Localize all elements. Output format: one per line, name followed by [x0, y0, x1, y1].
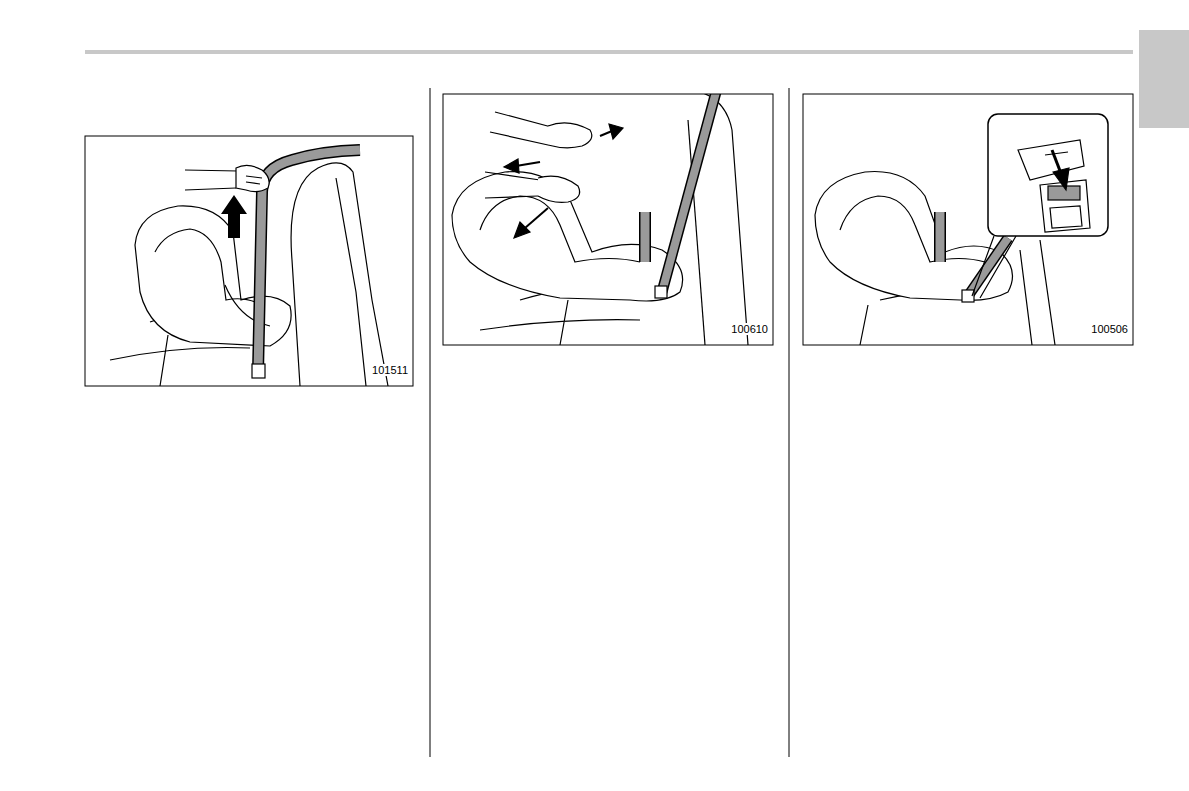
seat-belt-outline	[662, 94, 716, 292]
arrow-head	[514, 222, 530, 238]
direction-arrow	[221, 195, 247, 238]
figure-frame	[803, 94, 1133, 345]
section-tab	[1139, 30, 1189, 128]
figure-code: 100506	[1090, 323, 1129, 335]
child-seat-inner	[840, 196, 985, 262]
shoulder-belt-outline	[934, 212, 946, 262]
seatback-seam	[336, 178, 366, 386]
buckle-button	[1050, 206, 1082, 228]
latch-plate	[1018, 140, 1084, 180]
figure-frame	[443, 94, 773, 345]
child-seat-shell	[815, 172, 1013, 301]
child-seat-shell	[452, 172, 683, 301]
belt-buckle	[252, 364, 265, 378]
seat-belt	[968, 238, 1008, 296]
figure-code: 101511	[371, 364, 409, 376]
callout-leader	[972, 236, 1016, 298]
hand	[548, 123, 592, 148]
arrow-shaft	[525, 208, 548, 228]
seat-check-figure	[452, 94, 748, 345]
shoulder-belt	[641, 212, 650, 262]
detail-inset	[988, 114, 1108, 236]
hand-fingers	[246, 176, 262, 184]
arrow-head	[504, 159, 519, 173]
arm	[485, 172, 540, 198]
child-seat-inner	[155, 229, 262, 305]
figure-code: 100610	[730, 323, 769, 335]
arrow-head	[609, 124, 623, 139]
belt-buckle	[655, 286, 667, 298]
vehicle-seatback	[1020, 240, 1055, 345]
header-rule	[85, 50, 1133, 54]
seat-belt	[258, 150, 360, 372]
vehicle-seatback	[291, 163, 388, 386]
column-divider	[789, 88, 790, 757]
hand	[236, 165, 269, 191]
seat-belt-outline	[258, 150, 360, 372]
arrow-shaft	[600, 131, 612, 136]
shoulder-belt	[936, 212, 945, 262]
child-seat-shell	[135, 206, 291, 346]
figure-frame	[85, 136, 413, 386]
column-divider	[430, 88, 431, 757]
latch-slot	[1045, 152, 1068, 155]
shoulder-belt-outline	[639, 212, 651, 262]
seat-belt	[662, 94, 716, 292]
child-seat-inner	[480, 196, 640, 262]
hand	[538, 176, 580, 202]
arrow-shaft	[516, 162, 540, 166]
arrow-head	[1053, 168, 1069, 190]
seat-belt-outline	[968, 238, 1008, 296]
belt-pull-figure	[110, 150, 388, 386]
arm	[185, 170, 238, 190]
buckle-figure	[815, 114, 1108, 345]
arm	[490, 112, 555, 145]
